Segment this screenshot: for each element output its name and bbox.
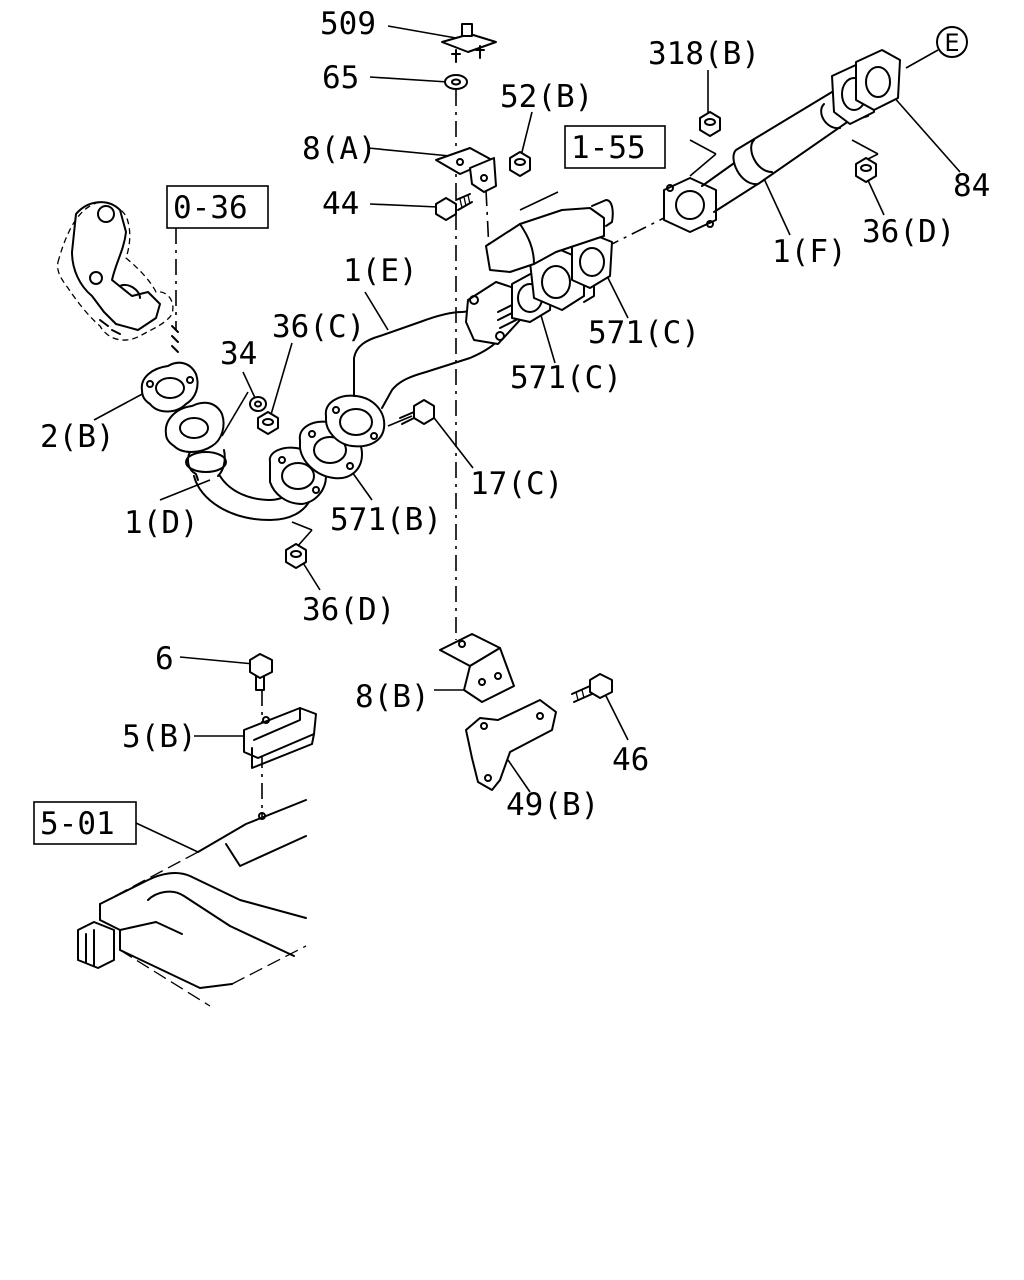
leader-lines [93,25,961,853]
reference-box-5-01[interactable]: 5-01 [33,801,137,845]
label-44: 44 [322,186,359,222]
label-6: 6 [155,641,174,677]
label-8a: 8(A) [302,131,377,167]
label-1d: 1(D) [124,505,199,541]
part-36d-lower-nut[interactable] [285,543,307,569]
label-1e: 1(E) [343,253,418,289]
label-1f: 1(F) [772,234,847,270]
part-84-gasket[interactable] [855,49,901,111]
reference-box-1-55[interactable]: 1-55 [564,125,666,169]
exhaust-manifold[interactable] [56,201,179,353]
label-8b: 8(B) [355,679,430,715]
label-509: 509 [320,6,376,42]
label-36c: 36(C) [272,309,365,345]
part-17c-bolt[interactable] [399,399,435,425]
part-5b-bracket[interactable] [243,707,317,769]
label-318b: 318(B) [648,36,760,72]
part-318b-nut[interactable] [699,111,721,137]
connector-e-label: E [944,29,959,57]
part-8b-bracket[interactable] [439,633,515,703]
part-44-bolt[interactable] [435,193,473,221]
part-49b-bracket[interactable] [465,699,557,791]
part-1f-silencer[interactable] [663,63,875,233]
part-8a-bracket[interactable] [435,147,497,193]
part-1d-pipe[interactable] [164,401,327,521]
label-5b: 5(B) [122,719,197,755]
ref-5-01-label: 5-01 [40,806,115,842]
part-36d-upper-nut[interactable] [855,157,877,183]
vehicle-frame[interactable] [77,799,307,1007]
connector-e[interactable]: E [936,26,968,58]
label-36d-upper: 36(D) [862,214,955,250]
part-2b-gasket[interactable] [140,361,199,413]
part-52b-nut[interactable] [509,151,531,177]
callout-labels: 509 65 52(B) 318(B) 8(A) 44 1(E) 36(C) 3… [40,6,990,823]
part-46-bolt[interactable] [571,673,613,703]
part-36c-nut[interactable] [257,411,279,435]
part-509-clamp[interactable] [441,23,497,63]
part-6-bolt[interactable] [249,653,273,691]
part-65-washer[interactable] [444,74,468,90]
exhaust-brake-housing[interactable] [485,199,614,273]
label-571c-lower: 571(C) [510,360,622,396]
label-46: 46 [612,742,649,778]
label-2b: 2(B) [40,419,115,455]
label-52b: 52(B) [500,79,593,115]
label-36d-lower: 36(D) [302,592,395,628]
label-65: 65 [322,60,359,96]
label-17c: 17(C) [470,466,563,502]
label-571c-upper: 571(C) [588,315,700,351]
label-49b: 49(B) [506,787,599,823]
label-84: 84 [953,168,990,204]
label-34: 34 [220,336,257,372]
ref-0-36-label: 0-36 [173,190,248,226]
label-571b: 571(B) [330,502,442,538]
ref-1-55-label: 1-55 [571,130,646,166]
part-1e-pipe[interactable] [324,281,533,448]
reference-box-0-36[interactable]: 0-36 [166,185,269,229]
part-34-washer[interactable] [249,396,267,412]
